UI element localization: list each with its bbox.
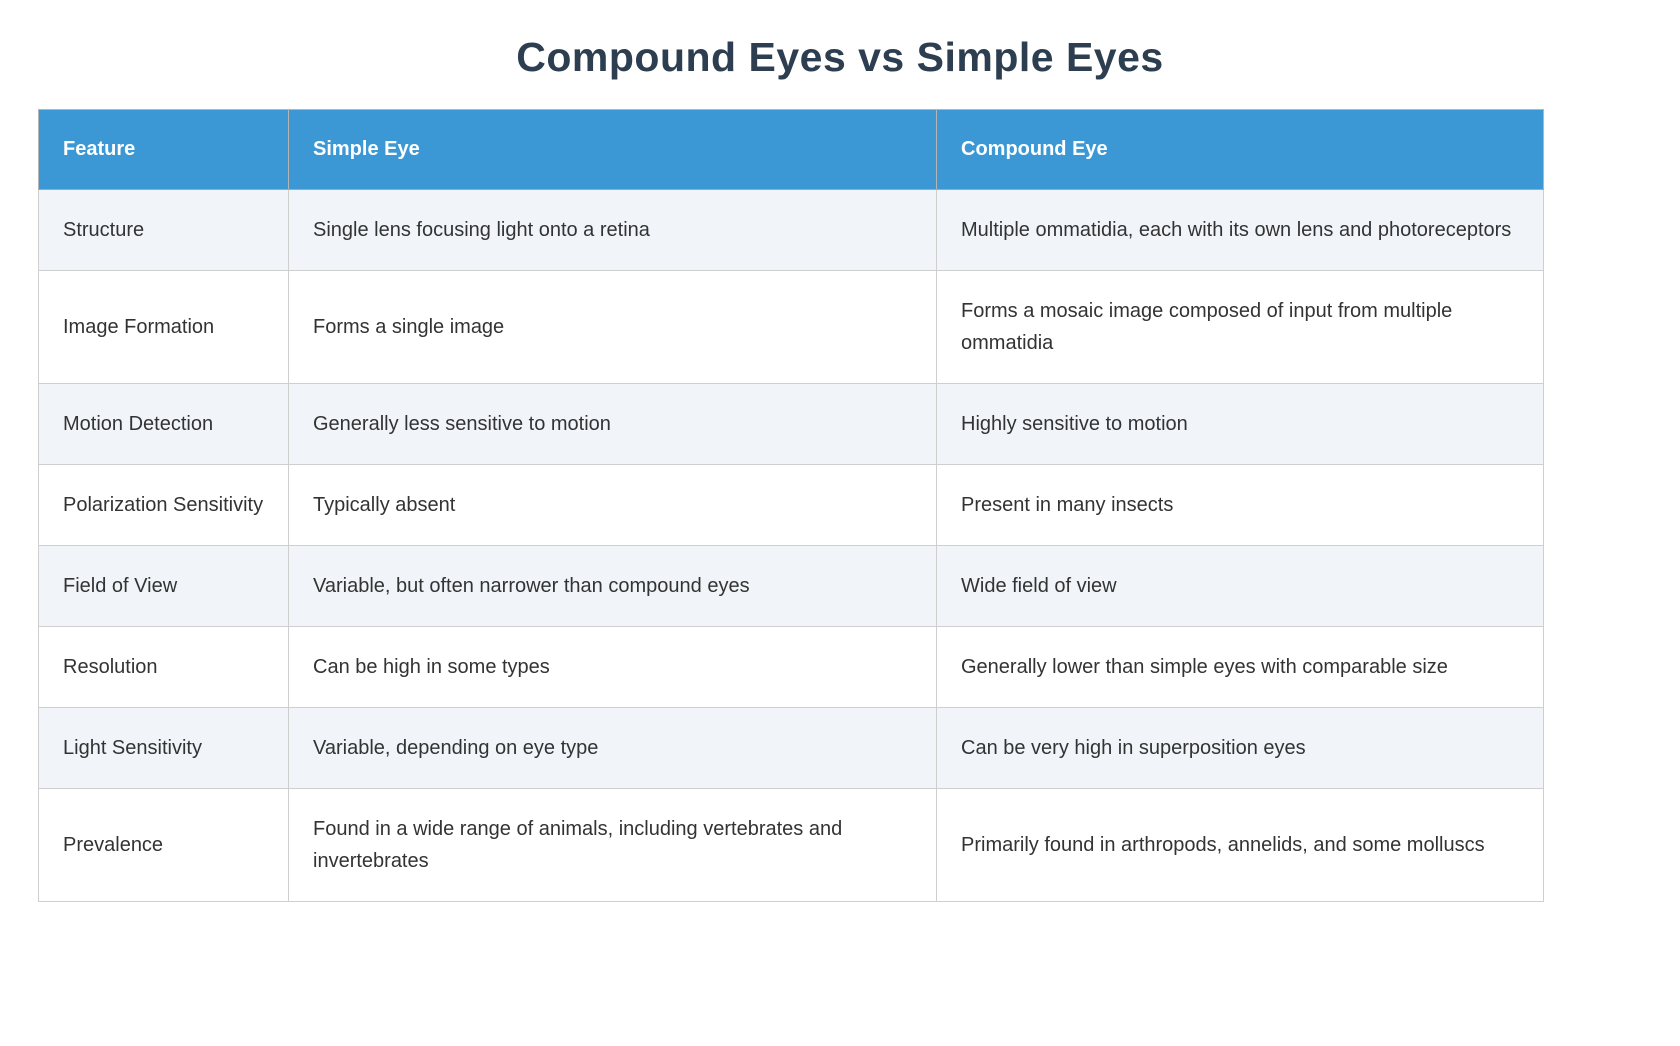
cell-feature: Image Formation [38, 270, 289, 384]
cell-compound-eye: Can be very high in superposition eyes [936, 707, 1544, 789]
cell-compound-eye: Generally lower than simple eyes with co… [936, 626, 1544, 708]
table-row: Image Formation Forms a single image For… [38, 270, 1544, 384]
cell-simple-eye: Generally less sensitive to motion [288, 383, 937, 465]
table-row: Field of View Variable, but often narrow… [38, 545, 1544, 627]
page-title: Compound Eyes vs Simple Eyes [516, 34, 1164, 80]
cell-feature: Prevalence [38, 788, 289, 902]
column-header-compound-eye: Compound Eye [936, 109, 1544, 190]
cell-compound-eye: Wide field of view [936, 545, 1544, 627]
cell-simple-eye: Can be high in some types [288, 626, 937, 708]
cell-simple-eye: Found in a wide range of animals, includ… [288, 788, 937, 902]
header-row: Feature Simple Eye Compound Eye [38, 109, 1544, 190]
cell-compound-eye: Present in many insects [936, 464, 1544, 546]
cell-compound-eye: Highly sensitive to motion [936, 383, 1544, 465]
column-header-simple-eye: Simple Eye [288, 109, 937, 190]
cell-feature: Motion Detection [38, 383, 289, 465]
cell-simple-eye: Variable, but often narrower than compou… [288, 545, 937, 627]
table-row: Prevalence Found in a wide range of anim… [38, 788, 1544, 902]
cell-feature: Structure [38, 189, 289, 271]
column-header-feature: Feature [38, 109, 289, 190]
cell-feature: Light Sensitivity [38, 707, 289, 789]
table-row: Polarization Sensitivity Typically absen… [38, 464, 1544, 546]
cell-simple-eye: Forms a single image [288, 270, 937, 384]
cell-simple-eye: Typically absent [288, 464, 937, 546]
cell-simple-eye: Single lens focusing light onto a retina [288, 189, 937, 271]
table-row: Structure Single lens focusing light ont… [38, 189, 1544, 271]
table-row: Light Sensitivity Variable, depending on… [38, 707, 1544, 789]
table-row: Motion Detection Generally less sensitiv… [38, 383, 1544, 465]
cell-feature: Resolution [38, 626, 289, 708]
cell-feature: Field of View [38, 545, 289, 627]
cell-compound-eye: Forms a mosaic image composed of input f… [936, 270, 1544, 384]
cell-compound-eye: Multiple ommatidia, each with its own le… [936, 189, 1544, 271]
cell-compound-eye: Primarily found in arthropods, annelids,… [936, 788, 1544, 902]
comparison-table: Feature Simple Eye Compound Eye Structur… [38, 109, 1544, 902]
cell-simple-eye: Variable, depending on eye type [288, 707, 937, 789]
cell-feature: Polarization Sensitivity [38, 464, 289, 546]
table-row: Resolution Can be high in some types Gen… [38, 626, 1544, 708]
